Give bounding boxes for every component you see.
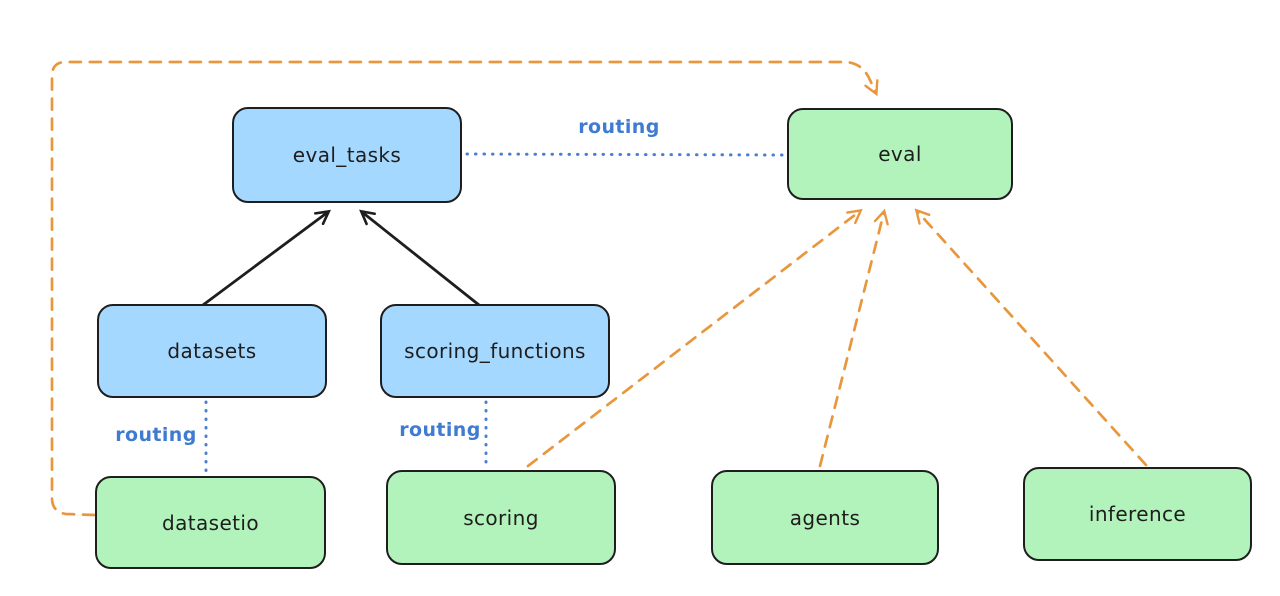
node-scoring-functions: scoring_functions [380, 304, 610, 398]
node-datasetio-label: datasetio [161, 510, 259, 535]
edge-eval-tasks-to-eval-routing [465, 152, 785, 157]
edge-label-routing-datasetio: routing [115, 424, 197, 446]
node-datasets-label: datasets [167, 339, 257, 363]
node-scoring: scoring [386, 470, 616, 565]
edge-datasetio-to-eval [50, 60, 879, 517]
node-datasetio: datasetio [95, 476, 326, 569]
node-scoring-functions-label: scoring_functions [404, 339, 586, 363]
node-inference: inference [1023, 467, 1252, 561]
node-agents-label: agents [789, 505, 861, 530]
node-inference-label: inference [1088, 502, 1187, 526]
node-eval-tasks: eval_tasks [232, 107, 462, 203]
edge-scoring-to-eval [526, 208, 863, 468]
node-eval-label: eval [878, 142, 922, 166]
edge-inference-to-eval [914, 208, 1148, 467]
node-scoring-label: scoring [463, 505, 539, 530]
node-eval-tasks-label: eval_tasks [292, 143, 402, 167]
edge-agents-to-eval [818, 208, 889, 468]
node-agents: agents [711, 470, 939, 565]
edge-datasets-to-eval-tasks [201, 209, 331, 307]
node-eval: eval [787, 108, 1013, 200]
edge-scoring-functions-to-eval-tasks [359, 209, 481, 307]
edge-label-routing-scoring: routing [399, 419, 481, 441]
node-datasets: datasets [97, 304, 327, 398]
edge-label-routing-top: routing [578, 116, 660, 138]
